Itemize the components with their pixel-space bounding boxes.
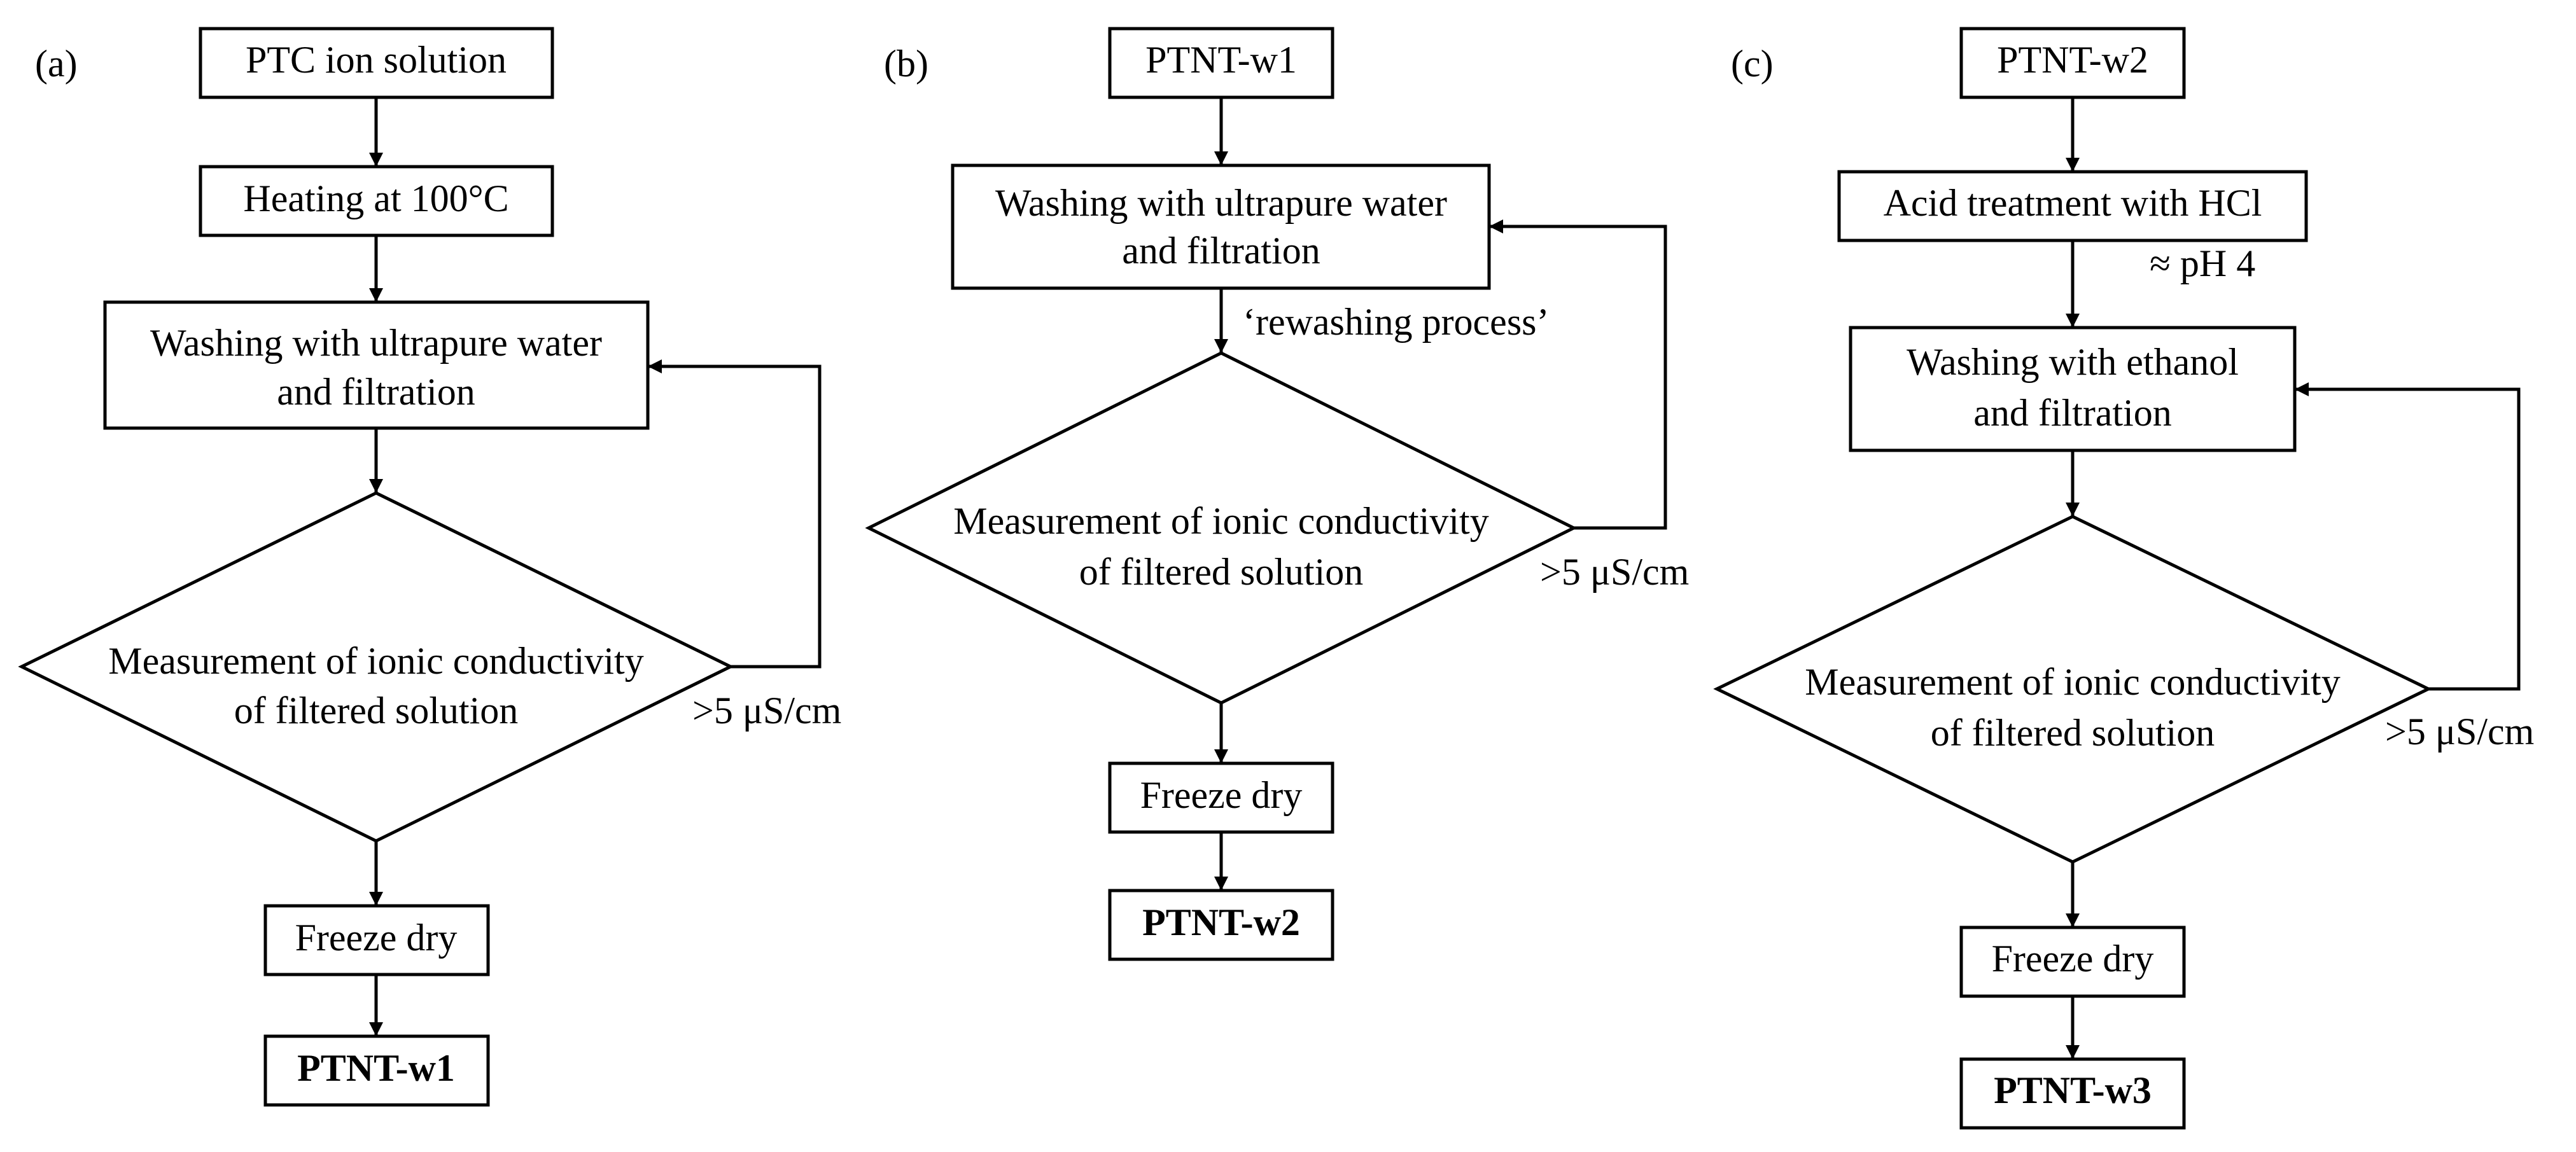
panel-b-product-text: PTNT-w2: [1142, 901, 1300, 943]
panel-c-start-text: PTNT-w2: [1997, 39, 2148, 81]
panel-b-start-text: PTNT-w1: [1145, 39, 1297, 81]
panel-b-wash-line1: Washing with ultrapure water: [995, 182, 1447, 224]
panel-b-label: (b): [884, 43, 928, 85]
panel-c: (c) PTNT-w2 Acid treatment with HCl ≈ pH…: [1713, 27, 2534, 1130]
panel-b-wash-box: [951, 163, 1491, 290]
panel-b-rewash-label: ‘rewashing process’: [1243, 301, 1550, 343]
panel-c-loop-line: [2295, 382, 2521, 691]
panel-c-acid-text: Acid treatment with HCl: [1884, 182, 2262, 224]
panel-c-acid-box: [1837, 170, 2308, 242]
panel-a-product-box: [263, 1034, 490, 1107]
panel-b-dry-box: [1108, 761, 1334, 834]
panel-a-wash-line1: Washing with ultrapure water: [150, 322, 602, 364]
panel-b-product-box: [1108, 889, 1334, 961]
panel-b-loop-line: [1489, 219, 1667, 530]
panel-c-start-box: [1959, 27, 2186, 99]
panel-c-loop-label: >5 μS/cm: [2385, 711, 2534, 753]
panel-a-start-box: [199, 27, 554, 99]
panel-a-wash-line2: and filtration: [277, 371, 475, 413]
panel-a-measure-line1: Measurement of ionic conductivity: [108, 640, 643, 682]
panel-b-measure-line1: Measurement of ionic conductivity: [953, 500, 1488, 542]
panel-b: (b) PTNT-w1 Washing with ultrapure water…: [865, 27, 1689, 961]
panel-a-heating-text: Heating at 100°C: [243, 177, 508, 219]
panel-c-ph-label: ≈ pH 4: [2150, 242, 2255, 284]
panel-c-measure-line1: Measurement of ionic conductivity: [1805, 661, 2340, 703]
panel-a-wash-box: [103, 300, 650, 430]
panel-a-label: (a): [35, 43, 78, 85]
panel-c-dry-text: Freeze dry: [1992, 938, 2154, 980]
panel-a-measure-line2: of filtered solution: [234, 690, 519, 732]
panel-a-dry-text: Freeze dry: [295, 917, 458, 959]
panel-c-wash-line1: Washing with ethanol: [1907, 341, 2239, 383]
panel-b-measure-line2: of filtered solution: [1079, 551, 1364, 593]
panel-a-loop-line: [648, 359, 822, 669]
panel-c-product-text: PTNT-w3: [1994, 1069, 2152, 1111]
panel-a: (a) PTC ion solution Heating at 100°C Wa…: [18, 27, 841, 1107]
panel-a-product-text: PTNT-w1: [297, 1047, 455, 1089]
panel-b-start-box: [1108, 27, 1334, 99]
panel-b-loop-label: >5 μS/cm: [1540, 551, 1689, 593]
panel-c-wash-box: [1849, 326, 2297, 452]
panel-a-start-text: PTC ion solution: [246, 39, 507, 81]
panel-b-dry-text: Freeze dry: [1140, 774, 1303, 816]
panel-c-product-box: [1959, 1057, 2186, 1130]
panel-a-loop-label: >5 μS/cm: [692, 690, 841, 732]
panel-c-wash-line2: and filtration: [1973, 392, 2172, 434]
panel-a-heating-box: [199, 165, 554, 237]
panel-c-measure-line2: of filtered solution: [1931, 712, 2215, 754]
panel-c-label: (c): [1731, 43, 1774, 85]
panel-b-wash-line2: and filtration: [1122, 230, 1320, 272]
